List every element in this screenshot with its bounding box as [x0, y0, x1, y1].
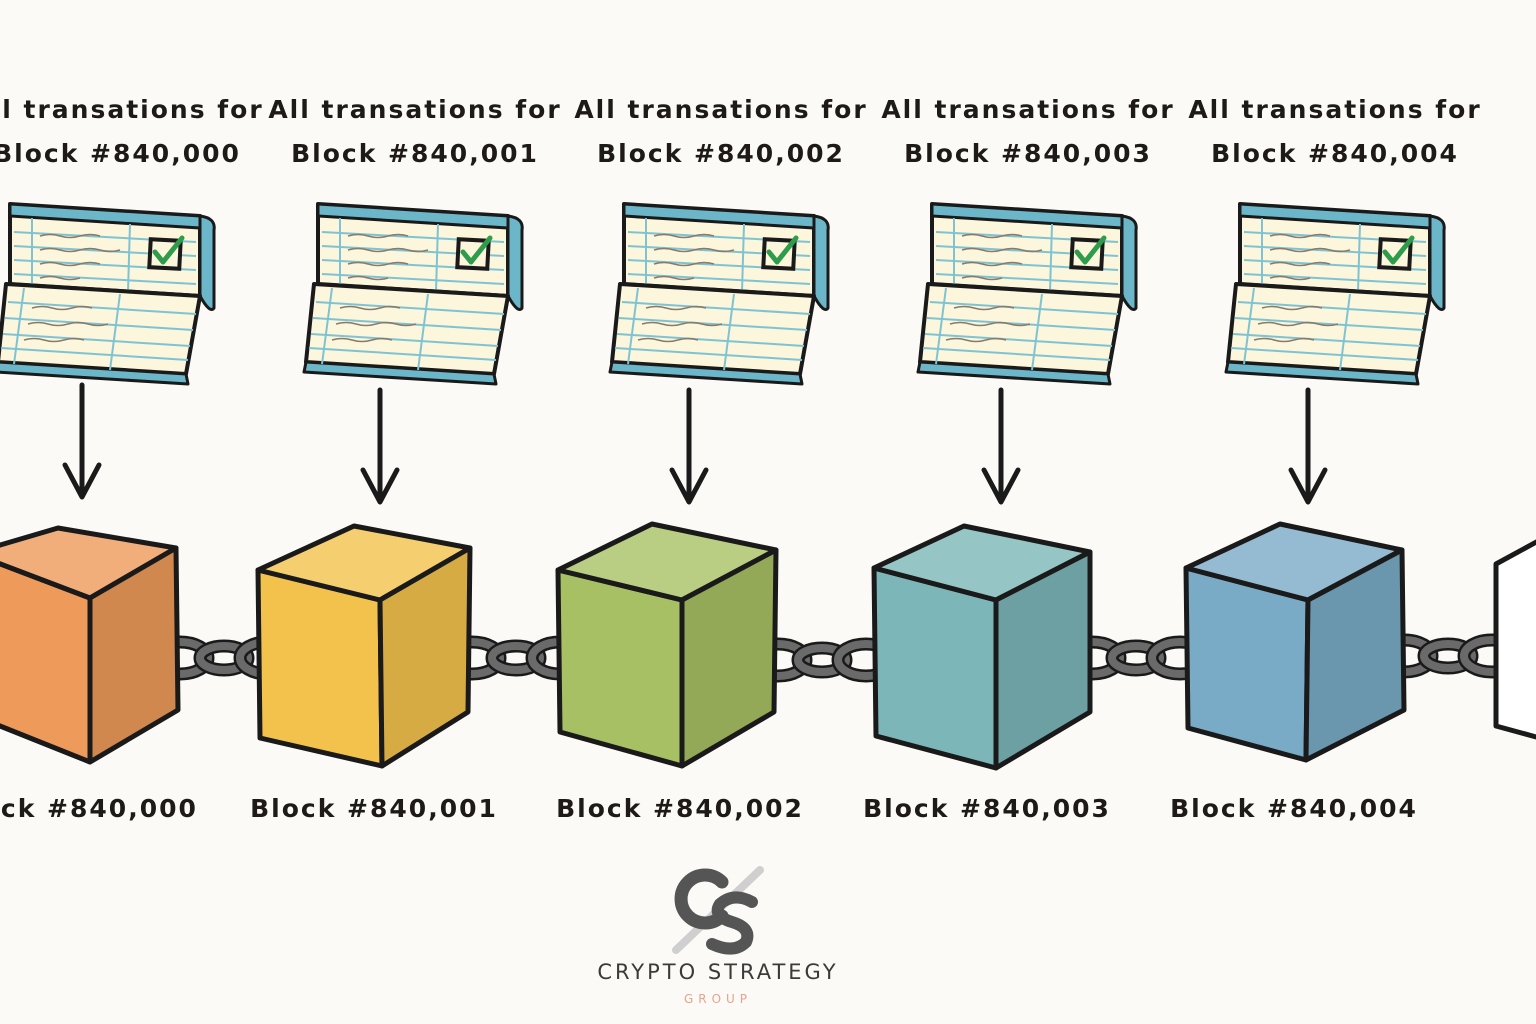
block-label-840000: Block #840,000 — [0, 794, 198, 823]
ledger-icon — [1226, 204, 1444, 384]
caption-line1: All transations for — [574, 95, 868, 124]
caption-block-840001: All transations for Block #840,001 — [265, 88, 565, 176]
block-label-840001: Block #840,001 — [250, 794, 498, 823]
ledger-icon — [304, 204, 522, 384]
down-arrow-icon — [984, 390, 1018, 502]
down-arrow-icon — [1291, 390, 1325, 502]
down-arrow-icon — [363, 390, 397, 502]
caption-block-840000: All transations for Block #840,000 — [0, 88, 267, 176]
ledger-icon — [918, 204, 1136, 384]
cube-block-840004 — [1183, 521, 1407, 763]
block-label-840004: Block #840,004 — [1170, 794, 1418, 823]
cube-block-840002 — [555, 521, 779, 769]
caption-block-840002: All transations for Block #840,002 — [571, 88, 871, 176]
caption-block-840004: All transations for Block #840,004 — [1185, 88, 1485, 176]
caption-line1: All transations for — [268, 95, 562, 124]
block-label-840002: Block #840,002 — [556, 794, 804, 823]
ledger-icon — [610, 204, 828, 384]
logo-name: CRYPTO STRATEGY — [597, 960, 839, 984]
cube-block-840003 — [871, 523, 1093, 771]
caption-line1: All transations for — [0, 95, 264, 124]
cube-block-840001 — [255, 523, 473, 769]
down-arrow-icon — [672, 390, 706, 502]
caption-block-840003: All transations for Block #840,003 — [878, 88, 1178, 176]
down-arrow-icon — [65, 385, 99, 497]
cube-next-empty — [1493, 539, 1536, 740]
caption-line2: Block #840,003 — [904, 139, 1152, 168]
caption-line2: Block #840,002 — [597, 139, 845, 168]
block-label-840003: Block #840,003 — [863, 794, 1111, 823]
ledger-icon — [0, 204, 214, 384]
cube-block-840000 — [0, 525, 181, 765]
logo-monogram-icon — [672, 866, 764, 955]
caption-line2: Block #840,004 — [1211, 139, 1459, 168]
caption-line1: All transations for — [881, 95, 1175, 124]
caption-line1: All transations for — [1188, 95, 1482, 124]
caption-line2: Block #840,001 — [291, 139, 539, 168]
caption-line2: Block #840,000 — [0, 139, 241, 168]
logo-subtitle: GROUP — [683, 992, 753, 1006]
